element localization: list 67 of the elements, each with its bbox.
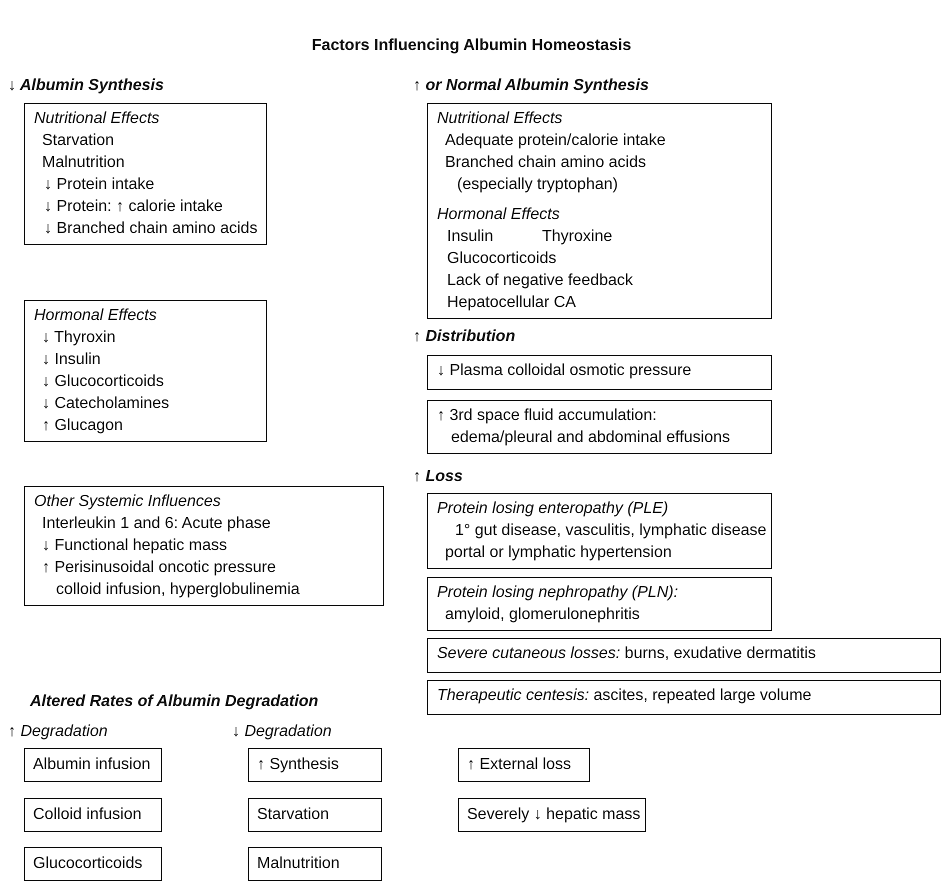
text-box bbox=[248, 798, 382, 832]
text-box bbox=[24, 486, 384, 606]
text-box bbox=[248, 847, 382, 881]
list-item: ↓ Thyroxin bbox=[42, 328, 117, 348]
box-heading: Hormonal Effects bbox=[437, 205, 561, 225]
list-item: ↓ Insulin bbox=[42, 350, 102, 370]
text-box bbox=[248, 748, 382, 782]
text-box bbox=[427, 638, 941, 673]
box-heading: Protein losing enteropathy (PLE) bbox=[437, 499, 670, 519]
list-item: ↓ Protein intake bbox=[44, 175, 156, 195]
text-box bbox=[427, 103, 772, 319]
list-item: Therapeutic centesis: ascites, repeated large volume bbox=[437, 686, 812, 706]
list-item: Adequate protein/calorie intake bbox=[445, 131, 667, 151]
box-heading: Nutritional Effects bbox=[437, 109, 564, 129]
list-item: ↓ Catecholamines bbox=[42, 394, 170, 414]
text-box bbox=[458, 798, 646, 832]
list-item: Severe cutaneous losses: burns, exudative dermatitis bbox=[437, 644, 817, 664]
list-item: colloid infusion, hyperglobulinemia bbox=[56, 580, 301, 600]
list-item: Glucocorticoids bbox=[33, 854, 144, 874]
list-item: ↓ Protein: ↑ calorie intake bbox=[44, 197, 224, 217]
list-item: ↓ Glucocorticoids bbox=[42, 372, 165, 392]
box-heading: Hormonal Effects bbox=[34, 306, 158, 326]
list-item: Lack of negative feedback bbox=[447, 271, 634, 291]
section-heading: ↑ Loss bbox=[413, 468, 463, 486]
list-item: Colloid infusion bbox=[33, 805, 143, 825]
section-heading: ↑ Distribution bbox=[413, 328, 516, 346]
list-item: Interleukin 1 and 6: Acute phase bbox=[42, 514, 272, 534]
list-item: amyloid, glomerulonephritis bbox=[445, 605, 641, 625]
list-item: Malnutrition bbox=[257, 854, 341, 874]
list-item: Starvation bbox=[42, 131, 116, 151]
text-box bbox=[458, 748, 590, 782]
list-item: Hepatocellular CA bbox=[447, 293, 577, 313]
list-item: ↓ Branched chain amino acids bbox=[44, 219, 258, 239]
text-box bbox=[427, 680, 941, 715]
text-box bbox=[24, 103, 267, 245]
list-item: portal or lymphatic hypertension bbox=[445, 543, 673, 563]
section-heading: ↑ Degradation bbox=[8, 723, 108, 741]
list-item: Malnutrition bbox=[42, 153, 126, 173]
list-item: Insulin bbox=[447, 227, 494, 247]
list-item: ↓ Functional hepatic mass bbox=[42, 536, 228, 556]
box-heading: Protein losing nephropathy (PLN): bbox=[437, 583, 680, 603]
list-item: ↑ Synthesis bbox=[257, 755, 340, 775]
list-item: Glucocorticoids bbox=[447, 249, 558, 269]
list-item: ↑ Perisinusoidal oncotic pressure bbox=[42, 558, 277, 578]
text-box bbox=[427, 493, 772, 569]
text-box bbox=[24, 748, 162, 782]
list-item: Albumin infusion bbox=[33, 755, 152, 775]
list-item: ↑ Glucagon bbox=[42, 416, 124, 436]
text-box bbox=[427, 577, 772, 631]
diagram-title: Factors Influencing Albumin Homeostasis bbox=[310, 37, 632, 55]
text-box bbox=[24, 798, 162, 832]
list-item: Thyroxine bbox=[542, 227, 612, 247]
list-item: Branched chain amino acids (especially tryptophan) bbox=[445, 153, 648, 195]
list-item: ↑ 3rd space fluid accumulation: edema/pleural and abdominal effusions bbox=[437, 406, 732, 448]
section-heading: ↓ Albumin Synthesis bbox=[8, 77, 164, 95]
section-heading: ↑ or Normal Albumin Synthesis bbox=[413, 77, 649, 95]
list-item: Starvation bbox=[257, 805, 330, 825]
text-box bbox=[427, 355, 772, 390]
list-item: ↑ External loss bbox=[467, 755, 572, 775]
text-box bbox=[24, 847, 162, 881]
box-heading: Other Systemic Influences bbox=[34, 492, 222, 512]
text-box bbox=[427, 400, 772, 454]
box-heading: Nutritional Effects bbox=[34, 109, 160, 129]
list-item: ↓ Plasma colloidal osmotic pressure bbox=[437, 361, 692, 381]
section-heading: ↓ Degradation bbox=[232, 723, 332, 741]
text-box bbox=[24, 300, 267, 442]
section-heading: Altered Rates of Albumin Degradation bbox=[30, 693, 318, 711]
